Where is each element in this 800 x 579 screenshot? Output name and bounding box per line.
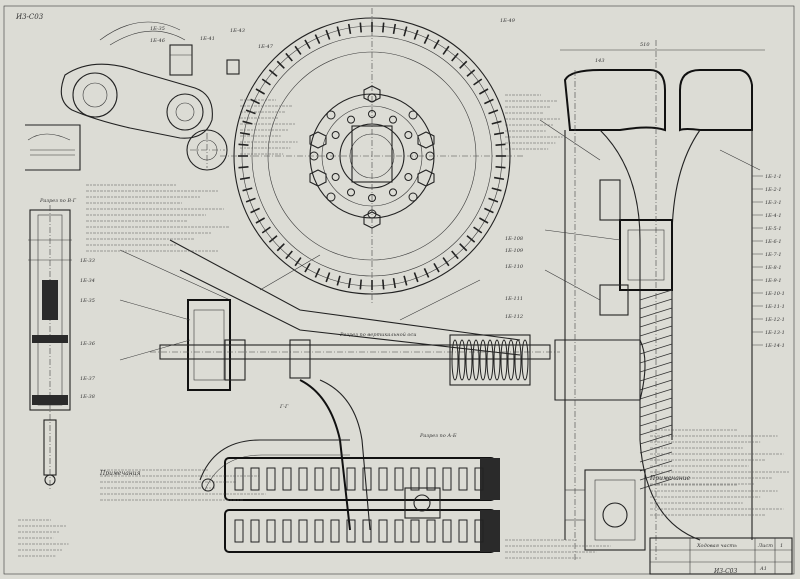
svg-text:1Б-112: 1Б-112 [505, 314, 523, 320]
svg-text:1Б-111: 1Б-111 [505, 296, 523, 302]
top-callouts: 1Б-35 1Б-46 1Б-41 1Б-43 1Б-47 1Б-49 [150, 18, 516, 50]
right-callout: 1Б-10-1 [765, 291, 785, 297]
spring-coil [451, 339, 529, 381]
sprocket-teeth [238, 22, 506, 290]
svg-text:1Б-47: 1Б-47 [258, 44, 274, 50]
right-callouts: 1Б-1-1 1Б-2-1 1Б-3-1 1Б-4-1 1Б-5-1 1Б-6-1 1Б-7… [752, 174, 785, 349]
right-callout: 1Б-4-1 [765, 213, 782, 219]
wheel-cross-section: 510 143 [554, 40, 765, 560]
right-callout: 1Б-8-1 [765, 265, 782, 271]
svg-text:1Б-34: 1Б-34 [80, 278, 95, 284]
right-callout: 1Б-12-1 [765, 317, 785, 323]
title-block-name: Ходовая часть [696, 543, 737, 549]
roller-hub-detail [404, 487, 441, 519]
title-block-sheet-label: Лист [757, 543, 773, 549]
svg-text:1Б-36: 1Б-36 [80, 341, 96, 347]
bolt-holes [309, 93, 435, 219]
left-detail-a [25, 124, 81, 171]
right-callout: 1Б-11-1 [765, 304, 785, 310]
right-callout: 1Б-5-1 [765, 226, 782, 232]
right-callout: 1Б-13-1 [765, 330, 785, 336]
right-callout: 1Б-1-1 [765, 174, 782, 180]
track-roller-upper [224, 457, 500, 501]
sheet-code-top: И3-С03 [15, 13, 44, 21]
svg-text:1Б-110: 1Б-110 [505, 264, 524, 270]
shock-absorber-section [28, 205, 72, 490]
right-callout: 1Б-3-1 [765, 200, 782, 206]
svg-text:1Б-43: 1Б-43 [230, 28, 245, 34]
section-mark: Г-Г [279, 404, 289, 410]
dimension-143: 143 [595, 58, 605, 64]
leader-lines [119, 119, 761, 361]
balancer-arm [119, 239, 560, 531]
svg-text:1Б-35: 1Б-35 [150, 26, 165, 32]
note-scribbles [18, 94, 790, 559]
sheet-border [3, 5, 795, 575]
dimension-510: 510 [640, 42, 650, 48]
title-block-format: А1 [759, 566, 767, 572]
svg-text:1Б-46: 1Б-46 [150, 38, 166, 44]
svg-text:1Б-33: 1Б-33 [80, 258, 95, 264]
left-callouts: 1Б-33 1Б-34 1Б-35 1Б-36 1Б-37 1Б-38 [80, 258, 96, 400]
sheet-code-bottom: И3-С03 [713, 568, 737, 575]
caption-section-vg: Разрез по В-Г [39, 198, 77, 204]
svg-text:1Б-41: 1Б-41 [200, 36, 215, 42]
track-roller-lower [224, 509, 500, 553]
middle-callouts: 1Б-108 1Б-109 1Б-110 1Б-111 1Б-112 [505, 236, 524, 320]
svg-text:1Б-108: 1Б-108 [505, 236, 523, 242]
notes-right-heading: Примечание [649, 475, 691, 482]
svg-text:1Б-38: 1Б-38 [80, 394, 95, 400]
right-callout: 1Б-2-1 [765, 187, 782, 193]
svg-text:1Б-109: 1Б-109 [505, 248, 524, 254]
svg-text:1Б-35: 1Б-35 [80, 298, 95, 304]
upper-left-link-view [60, 21, 240, 171]
svg-text:1Б-37: 1Б-37 [80, 376, 96, 382]
title-block: Ходовая часть Лист 1 А1 [649, 537, 793, 575]
sprocket-wheel-view [220, 8, 525, 305]
title-block-sheet-value: 1 [780, 543, 783, 549]
right-callout: 1Б-6-1 [765, 239, 782, 245]
right-callout: 1Б-14-1 [765, 343, 785, 349]
caption-center-view: Разрез по вертикальной оси [339, 332, 416, 338]
bottom-detail-section [564, 469, 646, 551]
right-callout: 1Б-9-1 [765, 278, 782, 284]
right-callout: 1Б-7-1 [765, 252, 782, 258]
svg-text:1Б-49: 1Б-49 [500, 18, 516, 24]
caption-section-ab: Разрез по А-Б [419, 433, 457, 439]
notes-left-heading: Примечания [99, 470, 141, 477]
